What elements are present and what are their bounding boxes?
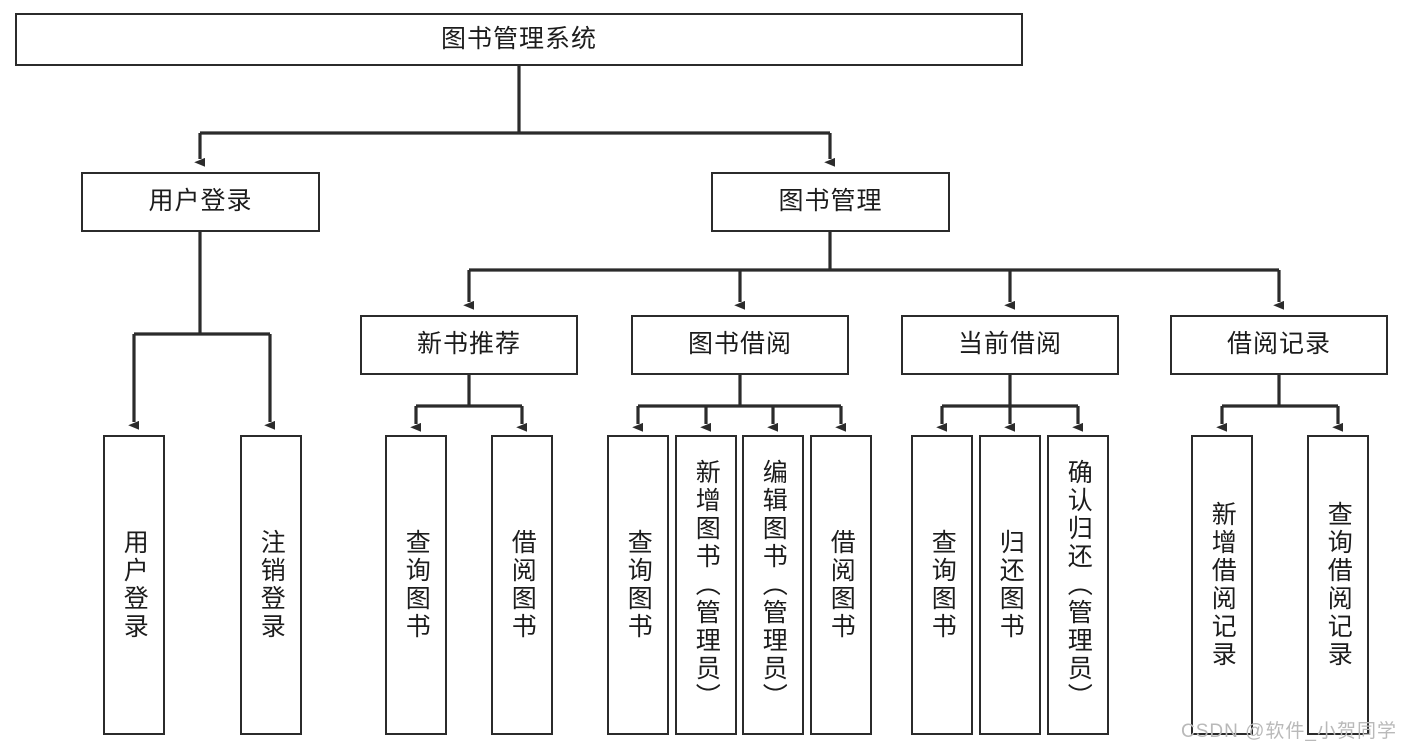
node-label: 图书借阅 xyxy=(687,330,792,359)
node-label: 查询图书 xyxy=(928,529,957,641)
node-label: 图书管理系统 xyxy=(440,24,597,53)
node-leaf-query-book-2[interactable]: 查询图书 xyxy=(607,435,669,735)
node-label: 查询图书 xyxy=(624,529,653,641)
node-leaf-query-book-3[interactable]: 查询图书 xyxy=(911,435,973,735)
node-label: 当前借阅 xyxy=(957,330,1062,359)
node-book-manage[interactable]: 图书管理 xyxy=(711,172,950,232)
node-book-management-system[interactable]: 图书管理系统 xyxy=(15,13,1023,66)
node-label: 借阅记录 xyxy=(1226,330,1331,359)
node-label: 注销登录 xyxy=(257,529,286,641)
node-label: 借阅图书 xyxy=(508,529,537,641)
node-label: 查询图书 xyxy=(402,529,431,641)
node-book-borrow[interactable]: 图书借阅 xyxy=(631,315,849,375)
node-leaf-user-login[interactable]: 用户登录 xyxy=(103,435,165,735)
node-current-borrow[interactable]: 当前借阅 xyxy=(901,315,1119,375)
node-leaf-return-book[interactable]: 归还图书 xyxy=(979,435,1041,735)
node-label: 新增借阅记录 xyxy=(1208,501,1237,669)
node-label: 归还图书 xyxy=(996,529,1025,641)
node-label: 图书管理 xyxy=(778,187,883,216)
node-leaf-query-borrow-record[interactable]: 查询借阅记录 xyxy=(1307,435,1369,735)
node-label: 用户登录 xyxy=(148,187,253,216)
node-leaf-add-book-admin[interactable]: 新增图书（管理员） xyxy=(675,435,737,735)
watermark-text: CSDN @软件_小贺同学 xyxy=(1181,721,1397,742)
node-label: 编辑图书（管理员） xyxy=(759,459,788,711)
node-leaf-edit-book-admin[interactable]: 编辑图书（管理员） xyxy=(742,435,804,735)
node-label: 新书推荐 xyxy=(416,330,521,359)
node-user-login[interactable]: 用户登录 xyxy=(81,172,320,232)
node-label: 确认归还（管理员） xyxy=(1064,459,1093,711)
node-leaf-query-book-1[interactable]: 查询图书 xyxy=(385,435,447,735)
node-leaf-borrow-book-2[interactable]: 借阅图书 xyxy=(810,435,872,735)
node-label: 用户登录 xyxy=(120,529,149,641)
node-label: 查询借阅记录 xyxy=(1324,501,1353,669)
node-leaf-borrow-book-1[interactable]: 借阅图书 xyxy=(491,435,553,735)
node-label: 借阅图书 xyxy=(827,529,856,641)
node-new-book-recommend[interactable]: 新书推荐 xyxy=(360,315,578,375)
node-borrow-record[interactable]: 借阅记录 xyxy=(1170,315,1388,375)
node-leaf-logout-login[interactable]: 注销登录 xyxy=(240,435,302,735)
node-leaf-confirm-return-admin[interactable]: 确认归还（管理员） xyxy=(1047,435,1109,735)
node-leaf-add-borrow-record[interactable]: 新增借阅记录 xyxy=(1191,435,1253,735)
node-label: 新增图书（管理员） xyxy=(692,459,721,711)
